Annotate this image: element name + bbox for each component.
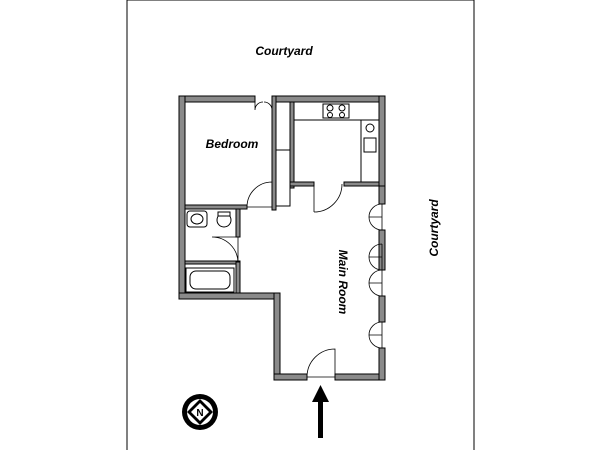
courtyard-right-label: Courtyard — [427, 199, 441, 257]
doors — [211, 99, 343, 378]
washbasin-icon — [190, 213, 204, 225]
north-compass-icon: N — [182, 394, 218, 430]
wardrobe — [275, 101, 291, 207]
compass-north-label: N — [196, 408, 203, 419]
property-boundary — [126, 0, 475, 450]
sink-icon — [363, 137, 377, 153]
main-room-label: Main Room — [336, 250, 350, 315]
right-windows — [368, 203, 383, 349]
entrance-arrow-icon — [312, 385, 329, 438]
courtyard-top-label: Courtyard — [255, 44, 313, 58]
entrance-door — [306, 348, 336, 378]
bedroom-label: Bedroom — [206, 137, 259, 151]
bathroom-fixtures — [185, 210, 235, 293]
burner-icon — [326, 104, 334, 112]
kitchen-counter — [293, 101, 380, 183]
